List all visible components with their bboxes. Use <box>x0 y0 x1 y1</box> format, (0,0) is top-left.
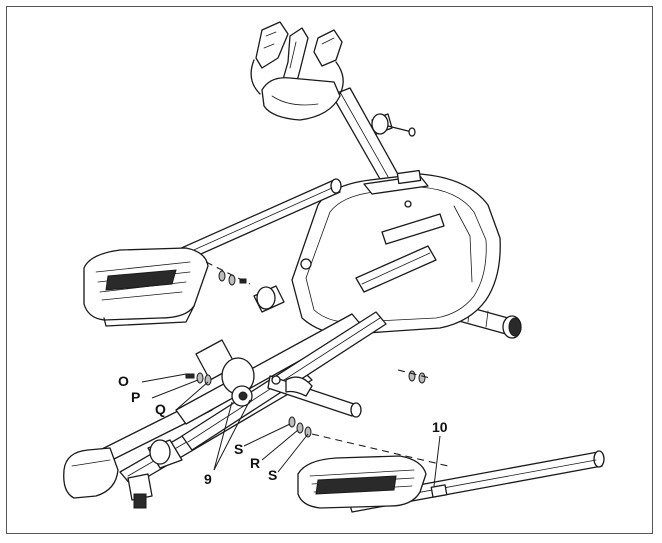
hardware-set-s-r-s <box>288 416 312 438</box>
right-pedal-arm <box>297 450 605 513</box>
callout-label-r: R <box>250 455 260 471</box>
console-post <box>331 87 416 187</box>
linkage-arms <box>175 285 387 451</box>
callout-label-q: Q <box>155 401 166 417</box>
callout-label-s-lower: S <box>268 467 277 483</box>
hardware-left-arm <box>218 270 247 286</box>
handlebar-assembly <box>250 21 344 121</box>
callout-label-9: 9 <box>204 471 212 487</box>
leader-lines <box>141 373 441 487</box>
callout-label-10: 10 <box>432 419 448 435</box>
callout-label-p: P <box>131 389 140 405</box>
flywheel-housing <box>291 169 501 335</box>
callout-label-s-upper: S <box>234 441 243 457</box>
left-pedal-arm <box>83 178 342 327</box>
callout-label-o: O <box>118 373 129 389</box>
alignment-lines <box>205 261 449 467</box>
hardware-set-o-p-q <box>185 372 212 386</box>
